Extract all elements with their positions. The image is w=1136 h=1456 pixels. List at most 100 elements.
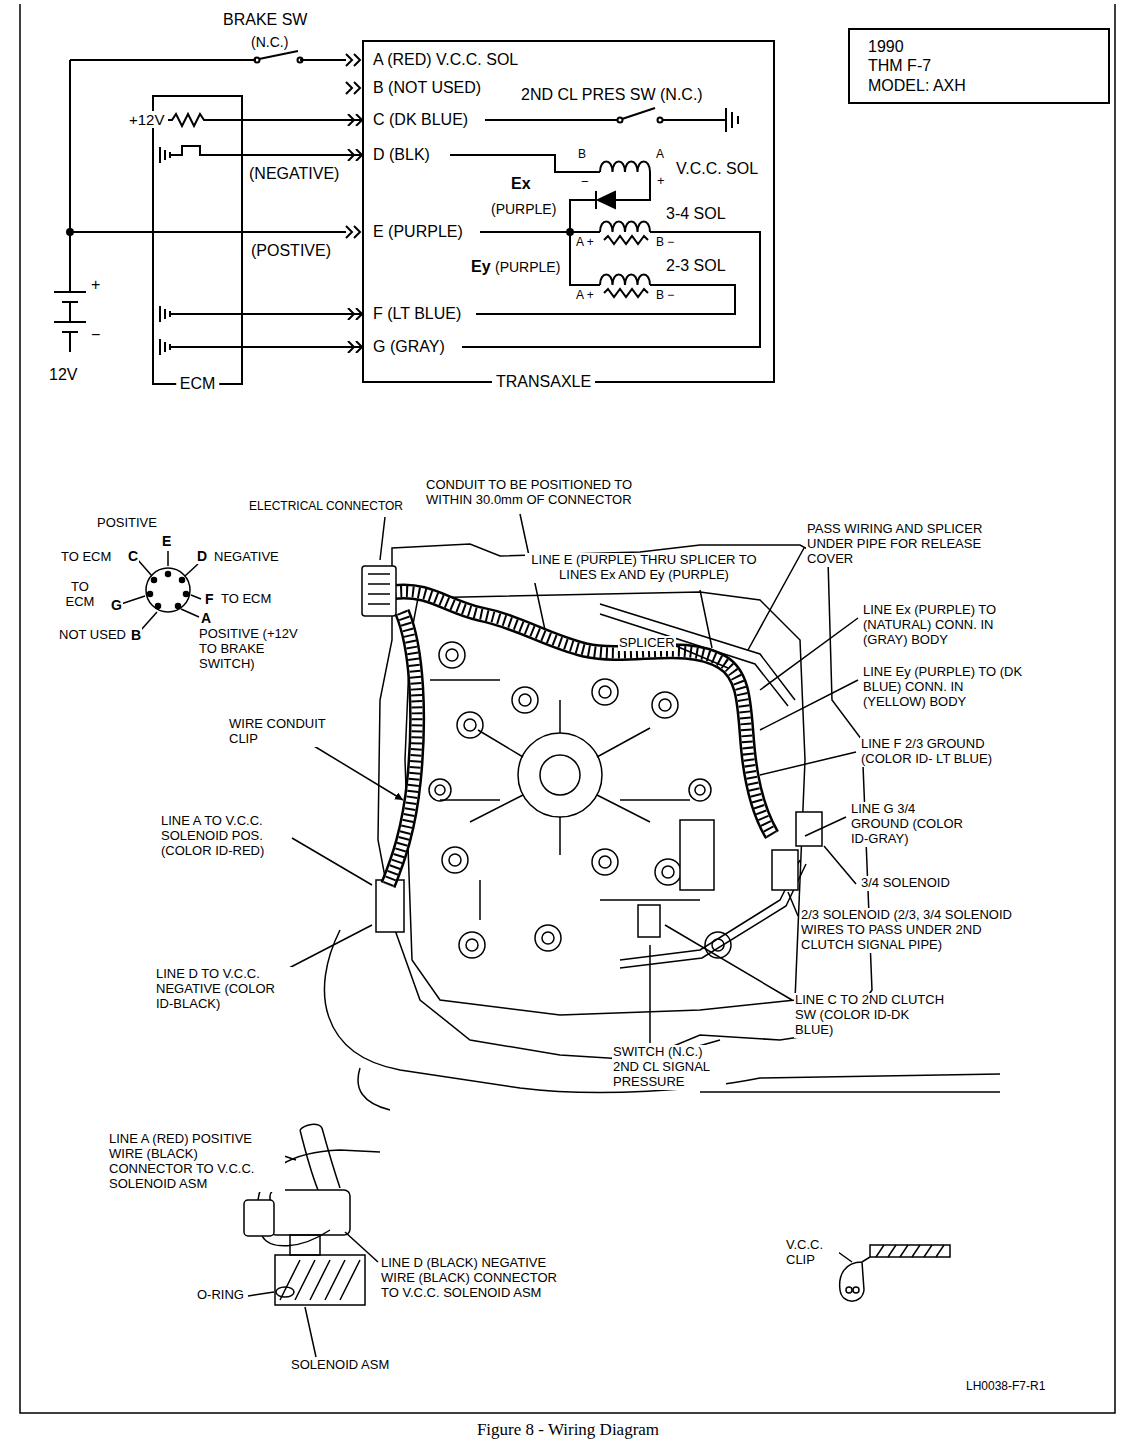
bolt	[599, 686, 611, 698]
pin-label: C (DK BLUE)	[372, 111, 469, 129]
callout-label: SOLENOID ASM	[290, 1358, 390, 1373]
polarity-sign: +	[656, 174, 666, 189]
polarity-sign: −	[580, 175, 590, 190]
conduit	[394, 591, 772, 835]
switch-contact	[618, 118, 623, 123]
wire-connector	[243, 119, 362, 121]
bolt	[512, 687, 538, 713]
pinout-pins	[148, 572, 189, 609]
pin-label: G (GRAY)	[372, 338, 446, 356]
callout-label: LINE E (PURPLE) THRU SPLICER TO LINES Ex…	[525, 553, 763, 583]
switch-label: 2ND CL PRES SW (N.C.)	[520, 86, 704, 104]
diode-symbol	[598, 192, 615, 208]
bolt	[659, 699, 671, 711]
box-title: TRANSAXLE	[492, 372, 595, 392]
callout-label: LINE Ex (PURPLE) TO (NATURAL) CONN. IN (…	[862, 603, 1024, 648]
pin-chevrons	[346, 54, 360, 238]
bolt	[695, 785, 705, 795]
bolt	[592, 679, 618, 705]
solenoid-2-3	[772, 850, 798, 890]
valve-channels	[430, 650, 700, 920]
pin-label: NOT USED	[58, 628, 127, 643]
pin-label: POSITIVE (+12V TO BRAKE SWITCH)	[198, 627, 312, 672]
clip-wire	[853, 1287, 859, 1293]
pin-letter: E	[161, 533, 172, 549]
pin-label: B (NOT USED)	[372, 79, 482, 97]
info-text: 1990	[868, 37, 904, 56]
solenoid-base	[275, 1255, 365, 1305]
bolt	[457, 712, 483, 738]
callout-label: SWITCH (N.C.) 2ND CL SIGNAL PRESSURE	[612, 1045, 726, 1090]
wire-label: (NEGATIVE)	[248, 165, 340, 183]
hub	[540, 755, 580, 795]
pin-label: TO ECM	[60, 550, 112, 565]
bolt	[429, 779, 451, 801]
pin	[156, 604, 161, 609]
pin-label: POSITIVE	[96, 516, 158, 531]
conduit	[394, 591, 772, 835]
bolt	[655, 859, 681, 885]
solenoid-connector	[244, 1200, 274, 1236]
vcc-clip	[840, 1257, 870, 1301]
terminal-label: A +	[575, 236, 595, 250]
solenoid-label: 2-3 SOL	[665, 257, 727, 275]
coil-symbol	[600, 275, 650, 286]
battery-symbol	[54, 292, 86, 332]
bolt	[542, 932, 554, 944]
wire-label: (POSTIVE)	[250, 242, 332, 260]
callout-label: LINE G 3/4 GROUND (COLOR ID-GRAY)	[850, 802, 977, 847]
callout-label: 2/3 SOLENOID (2/3, 3/4 SOLENOID WIRES TO…	[800, 908, 1024, 953]
bolt	[689, 779, 711, 801]
switch-wire	[485, 119, 726, 121]
pin-letter: A	[200, 610, 212, 626]
box-title: ECM	[176, 374, 220, 394]
pin-letter: C	[127, 548, 139, 564]
pin	[180, 578, 185, 583]
callout-label: LINE D (BLACK) NEGATIVE WIRE (BLACK) CON…	[380, 1256, 560, 1301]
pin-letter: B	[130, 627, 142, 643]
switch-contact	[658, 118, 663, 123]
terminal-label: B −	[655, 289, 675, 303]
conduit	[388, 612, 417, 885]
callout-label: SPLICER	[618, 636, 676, 651]
terminal-label: A +	[575, 289, 595, 303]
clip-wire	[846, 1287, 852, 1293]
callout-label: LINE Ey (PURPLE) TO (DK BLUE) CONN. IN (…	[862, 665, 1029, 710]
callout-label: V.C.C. CLIP	[785, 1238, 839, 1268]
clutch-switch	[638, 905, 660, 937]
callout-label: CONDUIT TO BE POSITIONED TO WITHIN 30.0m…	[425, 478, 659, 508]
brake-wire	[70, 59, 346, 61]
switch-label: (N.C.)	[250, 34, 289, 50]
hub	[518, 733, 602, 817]
case-lower	[324, 930, 1000, 1110]
switch-contact	[298, 58, 303, 63]
terminal-label: B	[577, 148, 587, 162]
diode-bar	[595, 191, 597, 209]
junction-dot	[67, 229, 73, 235]
callout-label: WIRE CONDUIT CLIP	[228, 717, 330, 747]
info-text: THM F-7	[868, 56, 931, 75]
bolt	[535, 925, 561, 951]
switch-label: BRAKE SW	[222, 11, 308, 29]
conduit	[394, 591, 772, 835]
solenoid-3-4	[796, 812, 822, 846]
bolt	[442, 847, 468, 873]
bolts	[429, 642, 731, 958]
pin-letter: G	[110, 597, 123, 613]
solenoid-body	[270, 1190, 350, 1235]
wire-connector	[243, 313, 362, 315]
pulse-symbol	[170, 146, 243, 155]
bolt	[439, 642, 465, 668]
connector-ribs	[368, 574, 390, 604]
battery-wire	[70, 60, 346, 352]
voltage-label: 12V	[48, 366, 78, 384]
ground-symbol	[160, 147, 170, 355]
junction-dot	[567, 229, 573, 235]
bolt	[652, 692, 678, 718]
pin	[152, 578, 157, 583]
pin-label: F (LT BLUE)	[372, 305, 462, 323]
resistor-symbol	[604, 236, 648, 244]
wire-color-label: (PURPLE)	[494, 259, 561, 275]
